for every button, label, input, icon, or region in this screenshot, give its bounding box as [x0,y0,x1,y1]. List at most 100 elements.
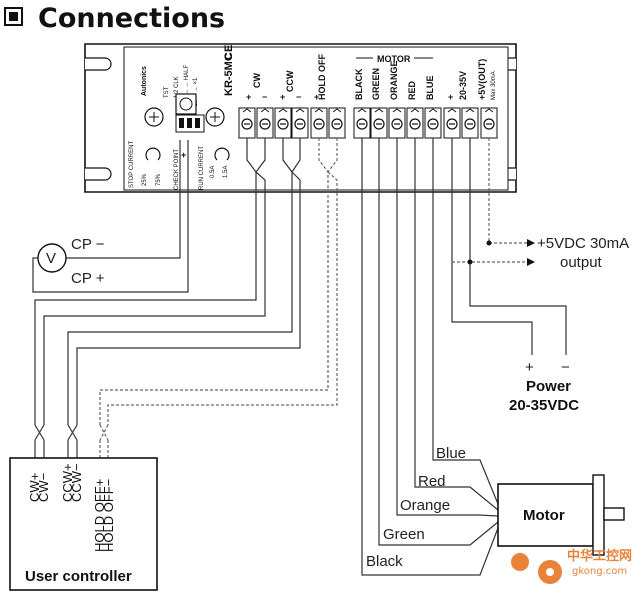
terminal-clamp [295,108,305,113]
blue-wire [432,138,499,505]
terminal-clamp [484,108,494,113]
stop-current-label: STOP CURRENT [129,141,135,188]
user-controller-box [9,457,158,591]
cp-plus-label: CP + [71,270,105,287]
red-terminal-label: RED [407,80,417,100]
cw-minus-wire [43,138,266,425]
terminal-clamp [465,108,475,113]
check-plus-label: + [181,150,186,160]
ccw-minus-label: − [296,92,301,102]
ccw-label: CCW [285,70,295,92]
blue-wire-label: Blue [436,445,466,462]
terminal-clamp [278,108,288,113]
pct-75-label: 75% [156,173,162,186]
black-terminal-label: BLACK [354,68,364,100]
twist-marker-hold [99,424,109,441]
black-wire-label: Black [366,553,403,570]
green-terminal-label: GREEN [371,68,381,100]
dip-switch-3 [195,118,200,128]
run-05a-label: 0.5A [210,166,216,178]
hold-off-label: HOLD OFF [317,54,327,100]
cw-minus-label: − [262,92,267,102]
watermark-gear-hole [546,568,554,576]
run-current-arc-icon [214,147,230,161]
controller-pins: CW+CW−CCW+CCW−HOLD OFF+HOLD OFF− [27,463,116,552]
run-current-label: RUN CURRENT [199,146,205,190]
power-wiring: + − Power 20-35VDC [451,138,579,414]
terminal-clamp [314,108,324,113]
cp-plus-wire [32,140,189,293]
motor-wiring: Blue Red Orange Green Black [361,138,499,576]
cp-minus-label: CP − [71,236,105,253]
terminal-clamp [410,108,420,113]
vout-junction [486,240,492,246]
voltmeter: V CP − CP + [32,140,189,293]
controller-pin-label: CW+ [27,473,42,502]
full-half-label: FULL ←→ HALF [184,65,190,110]
power-plus-label: + [525,359,534,376]
run-15a-label: 1.5A [223,166,229,178]
terminal-clamp [357,108,367,113]
controller-pin-label: CW− [36,473,51,502]
terminal-clamp [374,108,384,113]
output-wiring: +5VDC 30mA output [452,138,629,271]
hold-minus-wire [107,138,338,425]
motor-shaft [603,507,625,521]
vout-label: +5V(OUT) [477,59,487,100]
hold-plus-label: + [314,92,319,102]
blue-terminal-label: BLUE [425,76,435,101]
terminal-clamp [260,108,270,113]
cw-plus-wire [34,138,257,425]
hold-plus-wire [99,138,329,425]
watermark: 中华工控网 gkong.com [511,548,632,584]
ccw-plus-label: + [280,92,285,102]
voltmeter-symbol: V [46,250,56,267]
section-heading: Connections [4,3,225,34]
cw-plus-label: + [246,92,251,102]
user-controller-label: User controller [25,568,132,585]
cw-label: CW [252,73,262,88]
brand-label: Autonics [141,66,148,96]
ccw-plus-wire [67,138,293,425]
power-minus-wire [469,138,567,355]
driver-unit: Autonics KR-5MC CE TST 1/2 CLK FULL ←→ H… [84,43,517,193]
heading-square-fill [9,12,18,21]
control-wiring [34,138,338,458]
green-wire [378,138,499,546]
output-line2: output [560,254,603,271]
terminal-clamp [242,108,252,113]
vin-label: 20-35V [458,71,468,100]
user-controller: CW+CW−CCW+CCW−HOLD OFF+HOLD OFF− User co… [9,457,158,591]
orange-wire-label: Orange [400,497,450,514]
control-wire-ends [34,440,78,458]
watermark-gear-icon [511,553,529,571]
stop-current-arc-icon [145,147,161,161]
clk-label: 1/2 CLK [174,76,180,98]
vout-max-label: Max 30mA [491,71,497,100]
red-wire-label: Red [418,473,446,490]
vin-plus-label: + [448,92,453,102]
black-wire [361,138,499,576]
terminal-clamp [447,108,457,113]
model-label: KR-5MC [223,53,235,96]
cp-minus-wire [66,140,181,259]
vout-arrow-icon [527,239,535,247]
dip-switch-1 [179,118,184,128]
page-title: Connections [38,3,225,34]
tst-label: TST [164,86,170,98]
controller-pin-label: CCW− [69,463,84,502]
check-point-label: CHECK POINT [174,149,180,190]
ce-mark: CE [223,45,235,60]
terminal-clamp [428,108,438,113]
dip-switch-2 [187,118,192,128]
red-wire [414,138,499,511]
hold-wire-ends [99,440,109,458]
controller-pin-label: CCW+ [60,463,75,502]
terminal-clamp [332,108,342,113]
twist-markers [34,424,78,441]
motor-flange [592,474,605,556]
motor: Motor [497,474,625,556]
gnd-junction [467,259,473,265]
orange-terminal-label: ORANGE [389,60,399,100]
controller-pin-label: HOLD OFF− [101,479,116,552]
